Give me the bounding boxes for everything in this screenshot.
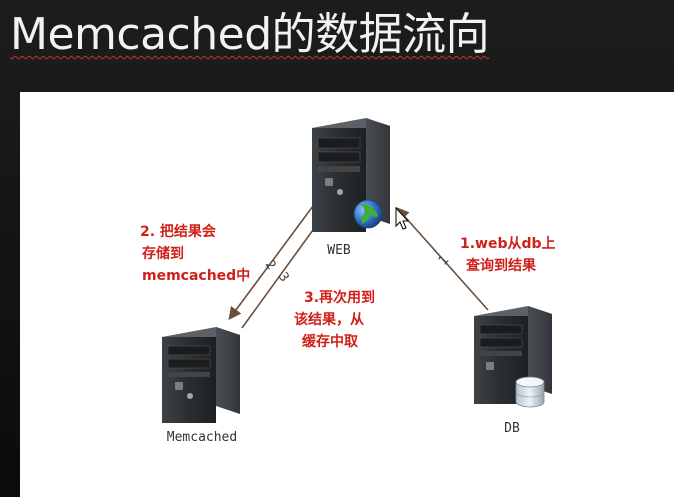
- diagram-canvas: 1 2 3 WEB: [140, 118, 556, 445]
- step-2-text-line-2: 存储到: [142, 245, 184, 262]
- step-2-text-line-1: 2. 把结果会: [140, 223, 217, 240]
- memcached-server-icon: [162, 327, 240, 423]
- database-icon: [515, 376, 545, 408]
- web-label: WEB: [327, 243, 351, 258]
- step-1-text-line-1: 1.web从db上: [460, 236, 556, 252]
- diagram-panel: 1 2 3 WEB: [20, 92, 674, 497]
- step-1-text-line-2: 查询到结果: [466, 257, 537, 274]
- step-3-marker: 3: [275, 270, 292, 286]
- memcached-label: Memcached: [167, 430, 237, 445]
- cursor-icon: [395, 206, 410, 230]
- step-3-text-line-2: 该结果，从: [294, 311, 364, 328]
- title-bar: Memcached的数据流向: [0, 0, 674, 90]
- arrow-web-to-memcached: [228, 201, 317, 321]
- arrow-db-to-web: [396, 207, 489, 311]
- step-3-text-line-1: 3.再次用到: [304, 289, 375, 306]
- globe-icon: [353, 199, 383, 229]
- step-3-text-line-3: 缓存中取: [302, 333, 359, 350]
- slide-title: Memcached的数据流向: [10, 9, 490, 60]
- db-server-icon: [474, 306, 552, 404]
- db-label: DB: [504, 421, 520, 436]
- step-2-text-line-3: memcached中: [142, 267, 250, 284]
